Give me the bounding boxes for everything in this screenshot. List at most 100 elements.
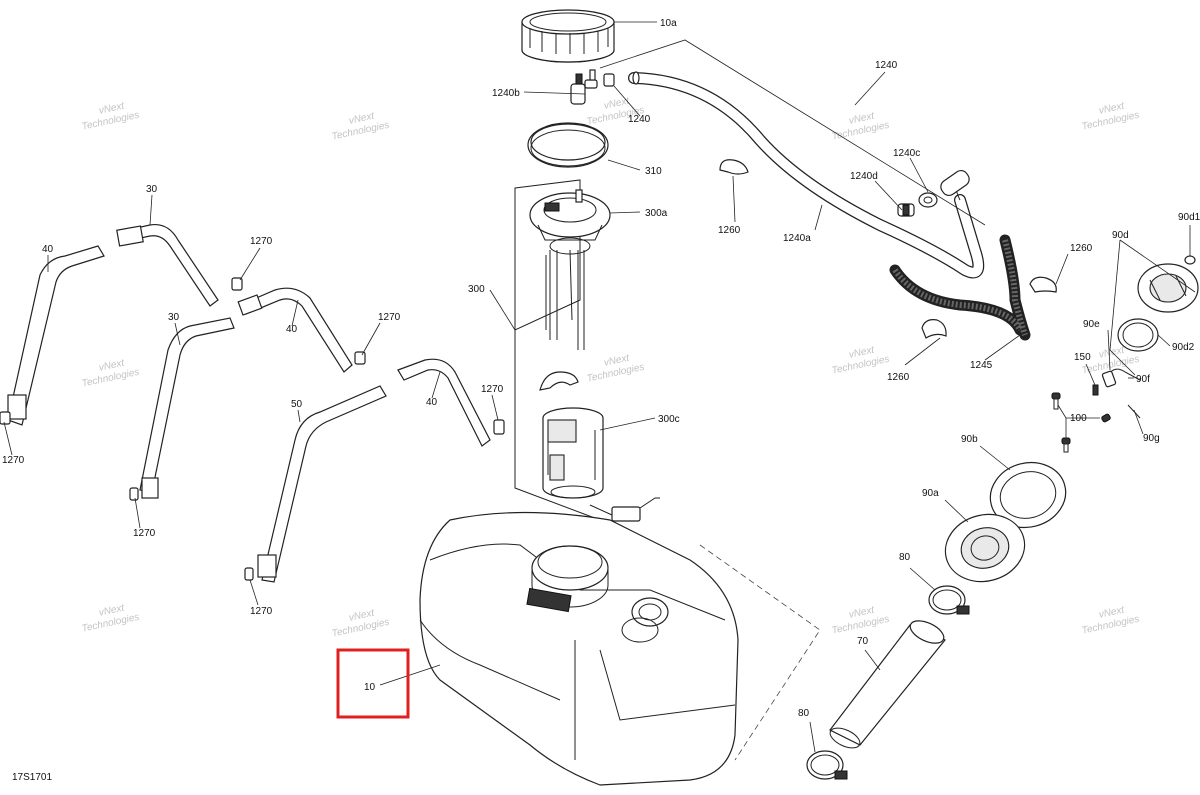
- callout-150: 150: [1074, 352, 1091, 363]
- svg-text:vNext: vNext: [348, 110, 376, 126]
- callout-1240b: 1240b: [492, 88, 520, 99]
- part-1270-clip[interactable]: [244, 567, 254, 581]
- callout-1260: 1260: [887, 372, 910, 383]
- part-1260-hose-clip[interactable]: [719, 159, 749, 175]
- callout-1240d: 1240d: [850, 171, 878, 182]
- svg-text:vNext: vNext: [848, 110, 876, 126]
- part-1240-vent-hose[interactable]: [628, 71, 985, 279]
- part-90a-filler-neck[interactable]: [938, 506, 1032, 590]
- callout-300a: 300a: [645, 208, 668, 219]
- callout-90g: 90g: [1143, 433, 1160, 444]
- part-1240b-quick-connector[interactable]: [570, 69, 598, 105]
- callout-10a: 10a: [660, 18, 677, 29]
- callout-1240: 1240: [875, 60, 898, 71]
- callout-1240-small: 1240: [628, 114, 651, 125]
- callout-90d2: 90d2: [1172, 342, 1195, 353]
- part-40-strap[interactable]: [0, 245, 105, 426]
- diagram-id: 17S1701: [12, 772, 52, 783]
- callout-80: 80: [899, 552, 911, 563]
- part-300a-pump-flange[interactable]: [529, 189, 611, 255]
- callout-30: 30: [146, 184, 158, 195]
- part-80-hose-clamp[interactable]: [806, 750, 848, 780]
- part-90b-neck-gasket[interactable]: [983, 454, 1073, 535]
- callout-310: 310: [645, 166, 662, 177]
- callout-1240a: 1240a: [783, 233, 811, 244]
- part-10a-lock-ring[interactable]: [521, 9, 615, 63]
- callout-1270: 1270: [133, 528, 156, 539]
- part-30-strap[interactable]: [139, 317, 235, 499]
- callout-1245: 1245: [970, 360, 993, 371]
- leader-lines: [3, 21, 1196, 753]
- callout-1270: 1270: [481, 384, 504, 395]
- part-1240c-clamp[interactable]: [918, 192, 938, 208]
- svg-text:vNext: vNext: [348, 607, 376, 623]
- part-90d-filler-cap[interactable]: [1137, 255, 1199, 313]
- part-10-fuel-tank[interactable]: [419, 511, 739, 786]
- callout-1260: 1260: [1070, 243, 1093, 254]
- highlight-box: [336, 648, 410, 719]
- callout-80: 80: [798, 708, 810, 719]
- callout-labels: 10a 1240 1240b 1240 310 300a 300 300c 12…: [2, 18, 1200, 783]
- svg-text:vNext: vNext: [98, 602, 126, 618]
- part-1240d-check-valve[interactable]: [897, 203, 915, 217]
- part-1260-hose-clip[interactable]: [1029, 276, 1057, 293]
- callout-30: 30: [168, 312, 180, 323]
- part-1260-hose-clip[interactable]: [921, 319, 947, 339]
- callout-90f: 90f: [1136, 374, 1150, 385]
- callout-100: 100: [1070, 413, 1087, 424]
- callout-300c: 300c: [658, 414, 680, 425]
- callout-1260: 1260: [718, 225, 741, 236]
- part-90f-tether[interactable]: [1101, 368, 1141, 388]
- part-1270-clip[interactable]: [0, 411, 11, 425]
- part-1270-clip[interactable]: [231, 277, 243, 291]
- part-70-filler-hose[interactable]: [827, 616, 947, 752]
- part-310-gasket[interactable]: [527, 122, 609, 168]
- callout-40: 40: [42, 244, 54, 255]
- part-30-strap[interactable]: [116, 223, 219, 307]
- svg-text:vNext: vNext: [98, 357, 126, 373]
- callout-40: 40: [426, 397, 438, 408]
- callout-10: 10: [364, 682, 376, 693]
- part-90g-pin[interactable]: [1127, 404, 1141, 419]
- callout-90e: 90e: [1083, 319, 1100, 330]
- part-50-strap[interactable]: [257, 385, 387, 583]
- svg-text:vNext: vNext: [1098, 604, 1126, 620]
- part-40-strap[interactable]: [397, 358, 491, 447]
- callout-40: 40: [286, 324, 298, 335]
- callout-1270: 1270: [250, 236, 273, 247]
- part-90d2-cap-gasket[interactable]: [1117, 318, 1159, 352]
- part-80-hose-clamp[interactable]: [928, 585, 970, 615]
- svg-text:vNext: vNext: [848, 344, 876, 360]
- part-1245-corrugated-hose[interactable]: [889, 234, 1031, 341]
- svg-text:vNext: vNext: [1098, 100, 1126, 116]
- callout-90b: 90b: [961, 434, 978, 445]
- part-300c-pump-assembly[interactable]: [539, 371, 660, 522]
- part-300-fuel-pump-module[interactable]: [514, 179, 660, 522]
- callout-90a: 90a: [922, 488, 939, 499]
- part-1270-clip[interactable]: [354, 351, 366, 365]
- svg-text:vNext: vNext: [603, 95, 631, 111]
- part-150-screw[interactable]: [1092, 384, 1099, 396]
- svg-text:vNext: vNext: [848, 604, 876, 620]
- callout-90d: 90d: [1112, 230, 1129, 241]
- part-1240-elbow[interactable]: [603, 73, 615, 87]
- callout-50: 50: [291, 399, 303, 410]
- part-1270-clip[interactable]: [493, 419, 505, 435]
- callout-70: 70: [857, 636, 869, 647]
- part-1270-clip[interactable]: [129, 487, 139, 501]
- part-1240a-hose[interactable]: [938, 168, 972, 201]
- callout-1270: 1270: [2, 455, 25, 466]
- svg-text:vNext: vNext: [603, 352, 631, 368]
- part-40-strap[interactable]: [237, 287, 353, 373]
